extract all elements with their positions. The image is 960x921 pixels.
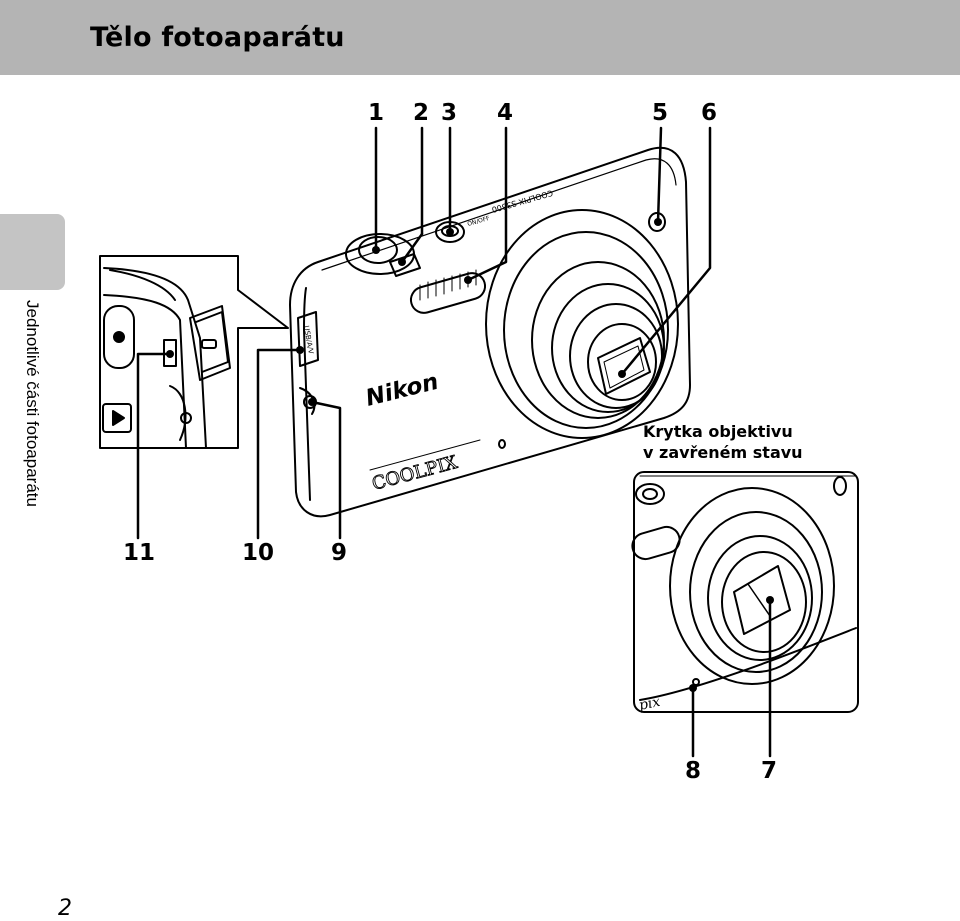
power-label: ON/OFF (467, 215, 491, 228)
inset-caption-line1: Krytka objektivu (643, 422, 793, 441)
microphone (498, 439, 506, 449)
camera-body-outline (289, 146, 691, 518)
lens-cover-inset-frame (633, 471, 859, 713)
callout-6: 6 (701, 100, 717, 126)
camera-body (289, 146, 691, 518)
inset-caption-line2: v zavřeném stavu (643, 443, 803, 462)
side-inset-frame (99, 255, 289, 449)
callout-7: 7 (761, 758, 777, 784)
callout-8: 8 (685, 758, 701, 784)
callout-4: 4 (497, 100, 513, 126)
model-logo: COOLPIX (370, 452, 460, 495)
self-timer-lamp (648, 212, 666, 232)
shutter-release-button (358, 236, 398, 264)
callout-11: 11 (123, 540, 155, 566)
lens-cover-inset (631, 471, 859, 713)
lens-glass (597, 337, 651, 395)
callout-3: 3 (441, 100, 457, 126)
section-tab (0, 214, 65, 290)
lens (485, 209, 679, 439)
leader-lines (136, 126, 772, 758)
callout-2: 2 (413, 100, 429, 126)
side-inset (99, 255, 289, 449)
brand-logo: Nikon (363, 369, 441, 412)
page-title: Tělo fotoaparátu (90, 22, 345, 53)
callout-9: 9 (331, 540, 347, 566)
lens-barrier (733, 565, 791, 635)
shutter-side-button (103, 305, 135, 369)
port-cover (189, 305, 231, 381)
callout-1: 1 (368, 100, 384, 126)
playback-button (102, 403, 132, 433)
strap-eyelet-side (163, 339, 177, 367)
callout-5: 5 (652, 100, 668, 126)
callout-10: 10 (242, 540, 274, 566)
page-number: 2 (58, 896, 72, 921)
inset-model-label: pix (638, 694, 662, 714)
page-header: Tělo fotoaparátu (0, 0, 960, 75)
